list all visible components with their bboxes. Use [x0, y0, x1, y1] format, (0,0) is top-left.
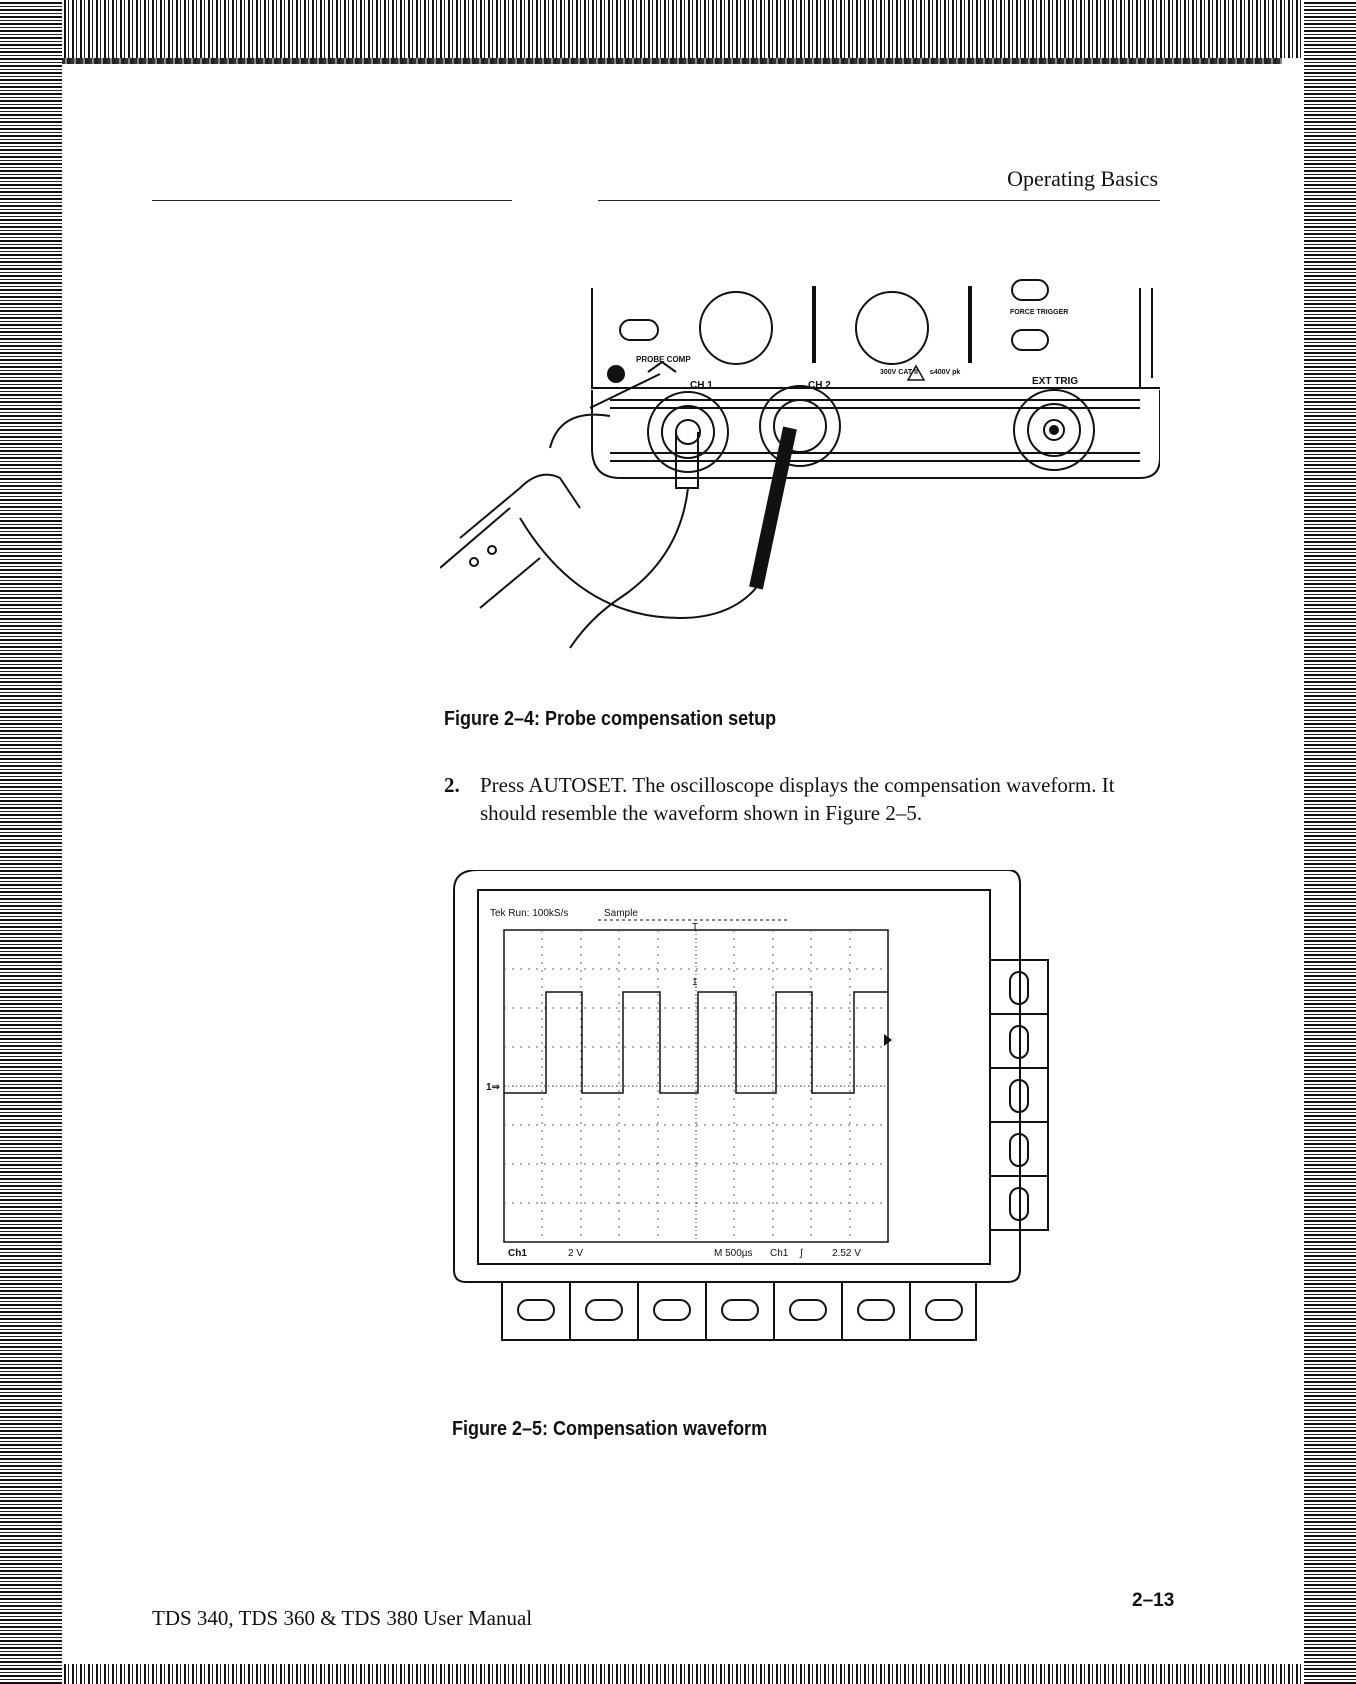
- warning-icon: [906, 364, 926, 381]
- bottom-button-1[interactable]: [517, 1299, 555, 1321]
- peak-label: ≤400V pk: [930, 369, 960, 376]
- header-rule-right: [598, 200, 1160, 201]
- probe-comp-label: PROBE COMP: [636, 355, 691, 364]
- scan-top-line: [62, 58, 1282, 64]
- bottom-button-7[interactable]: [925, 1299, 963, 1321]
- bottom-button-6[interactable]: [857, 1299, 895, 1321]
- volts-div-readout: 2 V: [568, 1248, 583, 1259]
- scope-status: Tek Run: 100kS/s: [490, 908, 568, 919]
- trigger-slope-readout: ∫: [799, 1248, 804, 1259]
- trigger-level-readout: 2.52 V: [832, 1248, 861, 1259]
- figure-2-4-caption: Figure 2–4: Probe compensation setup: [444, 708, 777, 730]
- trigger-level-arrow: [884, 1034, 892, 1046]
- side-button-5[interactable]: [1009, 1187, 1029, 1221]
- channel-marker: 1: [692, 977, 698, 988]
- compensation-square-wave: [504, 991, 888, 1094]
- scope-channel-readout: Ch1: [508, 1248, 527, 1259]
- trigger-source-readout: Ch1: [770, 1248, 789, 1259]
- force-trigger-label: FORCE TRIGGER: [1010, 309, 1068, 316]
- bottom-button-ovals: [517, 1299, 963, 1321]
- bottom-button-5[interactable]: [789, 1299, 827, 1321]
- side-button-3[interactable]: [1009, 1079, 1029, 1113]
- cat-label: 300V CAT II: [880, 369, 918, 376]
- probe-compensation-illustration: PROBE COMP CH 1 CH 2 EXT TRIG FORCE TRIG…: [440, 279, 1160, 649]
- side-button-ovals: [1009, 971, 1029, 1221]
- header-rule-left: [152, 200, 512, 201]
- figure-2-5-caption: Figure 2–5: Compensation waveform: [452, 1418, 768, 1440]
- step-number: 2.: [444, 773, 460, 797]
- side-button-4[interactable]: [1009, 1133, 1029, 1167]
- scan-edge-left: [0, 0, 62, 1684]
- ground-marker: 1⇒: [486, 1082, 501, 1093]
- section-header: Operating Basics: [1007, 166, 1158, 191]
- scope-graticule: [503, 929, 889, 1243]
- step-text: Press AUTOSET. The oscilloscope displays…: [480, 773, 1115, 825]
- footer-manual-title: TDS 340, TDS 360 & TDS 380 User Manual: [152, 1606, 533, 1630]
- scan-edge-right: [1304, 0, 1356, 1684]
- ch2-label: CH 2: [808, 380, 831, 391]
- compensation-waveform-illustration: Tek Run: 100kS/s Sample T 1 1⇒ Ch1 2 V M…: [453, 870, 1049, 1341]
- scope-mode: Sample: [604, 908, 638, 919]
- ch1-label: CH 1: [690, 380, 713, 391]
- footer-page-number: 2–13: [1132, 1590, 1175, 1611]
- scan-edge-bottom: [0, 1664, 1356, 1684]
- bottom-button-2[interactable]: [585, 1299, 623, 1321]
- timebase-readout: M 500µs: [714, 1248, 753, 1259]
- scan-edge-top: [0, 0, 1356, 58]
- bottom-button-3[interactable]: [653, 1299, 691, 1321]
- bottom-button-4[interactable]: [721, 1299, 759, 1321]
- ext-trig-label: EXT TRIG: [1032, 376, 1078, 387]
- side-button-2[interactable]: [1009, 1025, 1029, 1059]
- side-button-1[interactable]: [1009, 971, 1029, 1005]
- trigger-position-marker: T: [692, 922, 698, 933]
